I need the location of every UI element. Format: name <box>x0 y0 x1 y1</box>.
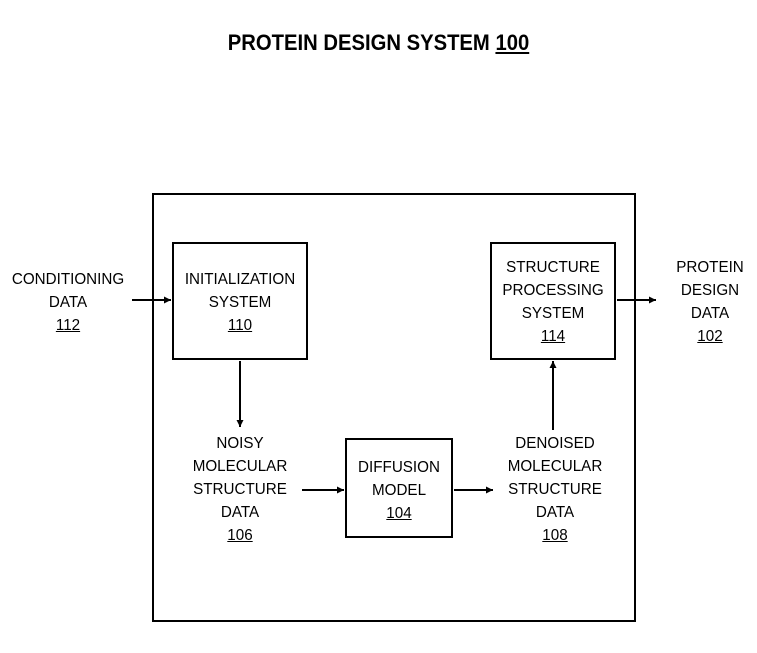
label-line: MOLECULAR <box>507 458 603 475</box>
label-line: CONDITIONING <box>11 271 125 288</box>
label-ref: 104 <box>386 505 412 522</box>
protein-design-data-label: PROTEIN DESIGN DATA 102 <box>663 256 757 348</box>
structure-processing-system-label: STRUCTURE PROCESSING SYSTEM 114 <box>493 256 613 348</box>
noisy-molecular-structure-data-label: NOISY MOLECULAR STRUCTURE DATA 106 <box>178 432 302 547</box>
label-ref: 112 <box>55 317 81 334</box>
label-ref: 110 <box>227 317 253 334</box>
label-line: DENOISED <box>515 435 595 452</box>
label-line: SYSTEM <box>208 294 272 311</box>
structure-processing-system-block <box>490 242 616 360</box>
label-ref: 106 <box>227 527 253 544</box>
initialization-system-block <box>172 242 308 360</box>
diagram-title: PROTEIN DESIGN SYSTEM 100 <box>30 30 726 56</box>
label-ref: 108 <box>542 527 568 544</box>
title-text: PROTEIN DESIGN SYSTEM <box>227 30 490 55</box>
label-line: NOISY <box>216 435 264 452</box>
label-ref: 114 <box>540 328 566 345</box>
system-boundary <box>152 193 636 622</box>
label-line: STRUCTURE <box>193 481 287 498</box>
label-line: DESIGN <box>680 282 740 299</box>
label-line: MOLECULAR <box>192 458 288 475</box>
label-line: DATA <box>690 305 730 322</box>
label-line: STRUCTURE <box>506 259 600 276</box>
label-line: DIFFUSION <box>358 459 440 476</box>
label-line: SYSTEM <box>521 305 585 322</box>
label-line: DATA <box>535 504 575 521</box>
label-line: MODEL <box>371 482 427 499</box>
label-line: INITIALIZATION <box>184 271 296 288</box>
label-line: PROCESSING <box>502 282 604 299</box>
diffusion-model-block <box>345 438 453 538</box>
label-line: DATA <box>220 504 260 521</box>
label-line: STRUCTURE <box>508 481 602 498</box>
label-ref: 102 <box>697 328 723 345</box>
label-line: PROTEIN <box>676 259 744 276</box>
initialization-system-label: INITIALIZATION SYSTEM 110 <box>175 268 304 337</box>
title-ref: 100 <box>495 30 530 55</box>
denoised-molecular-structure-data-label: DENOISED MOLECULAR STRUCTURE DATA 108 <box>493 432 617 547</box>
label-line: DATA <box>48 294 88 311</box>
diffusion-model-label: DIFFUSION MODEL 104 <box>348 456 451 525</box>
conditioning-data-label: CONDITIONING DATA 112 <box>3 268 132 337</box>
